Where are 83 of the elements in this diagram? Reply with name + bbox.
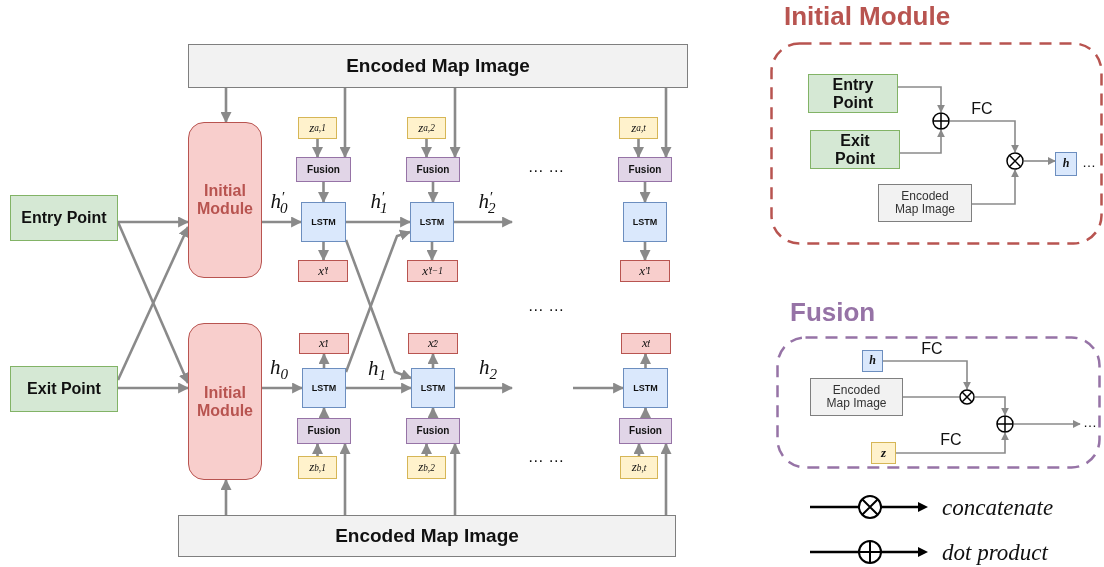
fusion-box: Fusion bbox=[297, 418, 351, 444]
hidden-state-box: h bbox=[862, 350, 883, 372]
input-box: Exit Point bbox=[10, 366, 118, 412]
oplus-symbol bbox=[996, 415, 1014, 433]
arrow bbox=[220, 478, 232, 515]
lstm-box: LSTM bbox=[411, 368, 455, 408]
ellipsis: … … bbox=[527, 298, 565, 314]
arrow bbox=[262, 216, 303, 228]
arrow bbox=[660, 442, 672, 515]
arrow bbox=[339, 442, 351, 515]
arrow bbox=[318, 242, 329, 262]
arrow bbox=[454, 216, 514, 228]
arrow bbox=[318, 182, 329, 204]
input-box: Exit Point bbox=[810, 130, 900, 169]
arrow bbox=[339, 88, 351, 159]
latent-box: z bbox=[871, 442, 896, 464]
arrow bbox=[633, 442, 645, 456]
map-image-box: Encoded Map Image bbox=[878, 184, 972, 222]
lstm-box: LSTM bbox=[410, 202, 454, 242]
arrow bbox=[897, 86, 945, 113]
arrow bbox=[427, 182, 439, 204]
arrow bbox=[312, 139, 323, 159]
fusion-box: Fusion bbox=[619, 418, 672, 444]
arrow bbox=[449, 442, 461, 515]
arrow bbox=[312, 442, 323, 456]
arrow bbox=[427, 406, 439, 418]
input-box: Entry Point bbox=[10, 195, 118, 241]
arrow bbox=[421, 139, 432, 159]
arrow bbox=[882, 360, 971, 390]
map-image-box: Encoded Map Image bbox=[188, 44, 688, 88]
legend-label: dot product bbox=[942, 540, 1048, 564]
oplus-symbol bbox=[932, 112, 950, 130]
fusion-box: Fusion bbox=[618, 157, 672, 182]
arrow bbox=[262, 382, 304, 394]
arrow bbox=[633, 139, 644, 159]
arrow bbox=[899, 129, 945, 154]
lstm-box: LSTM bbox=[302, 368, 346, 408]
arrow bbox=[118, 216, 190, 228]
arrow bbox=[640, 406, 651, 418]
connector-line bbox=[902, 396, 960, 398]
arrow bbox=[573, 382, 625, 394]
arrow bbox=[220, 88, 232, 124]
lstm-box: LSTM bbox=[623, 202, 667, 242]
otimes-symbol bbox=[1006, 152, 1024, 170]
arrow bbox=[118, 382, 190, 394]
fusion-box: Fusion bbox=[296, 157, 351, 182]
fusion-box: Fusion bbox=[406, 418, 460, 444]
panel-title: Fusion bbox=[790, 298, 876, 328]
arrow bbox=[1013, 420, 1081, 428]
fusion-box: Fusion bbox=[406, 157, 460, 182]
arrow bbox=[1023, 157, 1056, 165]
ellipsis: … … bbox=[527, 449, 565, 465]
ellipsis: … … bbox=[527, 159, 565, 175]
hidden-state-box: h bbox=[1055, 152, 1077, 176]
module-box: Initial Module bbox=[188, 323, 262, 480]
arrow bbox=[346, 216, 412, 228]
panel-title: Initial Module bbox=[784, 2, 951, 32]
lstm-box: LSTM bbox=[623, 368, 668, 408]
lstm-box: LSTM bbox=[301, 202, 346, 242]
arrow bbox=[640, 352, 651, 368]
arrow bbox=[426, 242, 438, 262]
arrow bbox=[639, 182, 651, 204]
map-image-box: Encoded Map Image bbox=[810, 378, 903, 416]
arrow bbox=[421, 442, 432, 456]
ellipsis: … bbox=[1082, 155, 1096, 169]
input-box: Entry Point bbox=[808, 74, 898, 113]
arrow bbox=[639, 242, 651, 262]
map-image-box: Encoded Map Image bbox=[178, 515, 676, 557]
arrow bbox=[318, 352, 330, 368]
arrow bbox=[660, 88, 672, 159]
arrow bbox=[427, 352, 439, 368]
arrow bbox=[949, 120, 1019, 153]
otimes-symbol bbox=[959, 389, 975, 405]
ellipsis: … bbox=[1080, 414, 1100, 432]
arrow bbox=[346, 382, 413, 394]
legend-label: concatenate bbox=[942, 495, 1054, 519]
arrow bbox=[895, 432, 1009, 454]
arrow bbox=[449, 88, 461, 159]
arrow bbox=[971, 169, 1019, 205]
arrow bbox=[974, 396, 1009, 416]
module-box: Initial Module bbox=[188, 122, 262, 278]
arrow bbox=[318, 406, 330, 418]
arrow bbox=[455, 382, 514, 394]
